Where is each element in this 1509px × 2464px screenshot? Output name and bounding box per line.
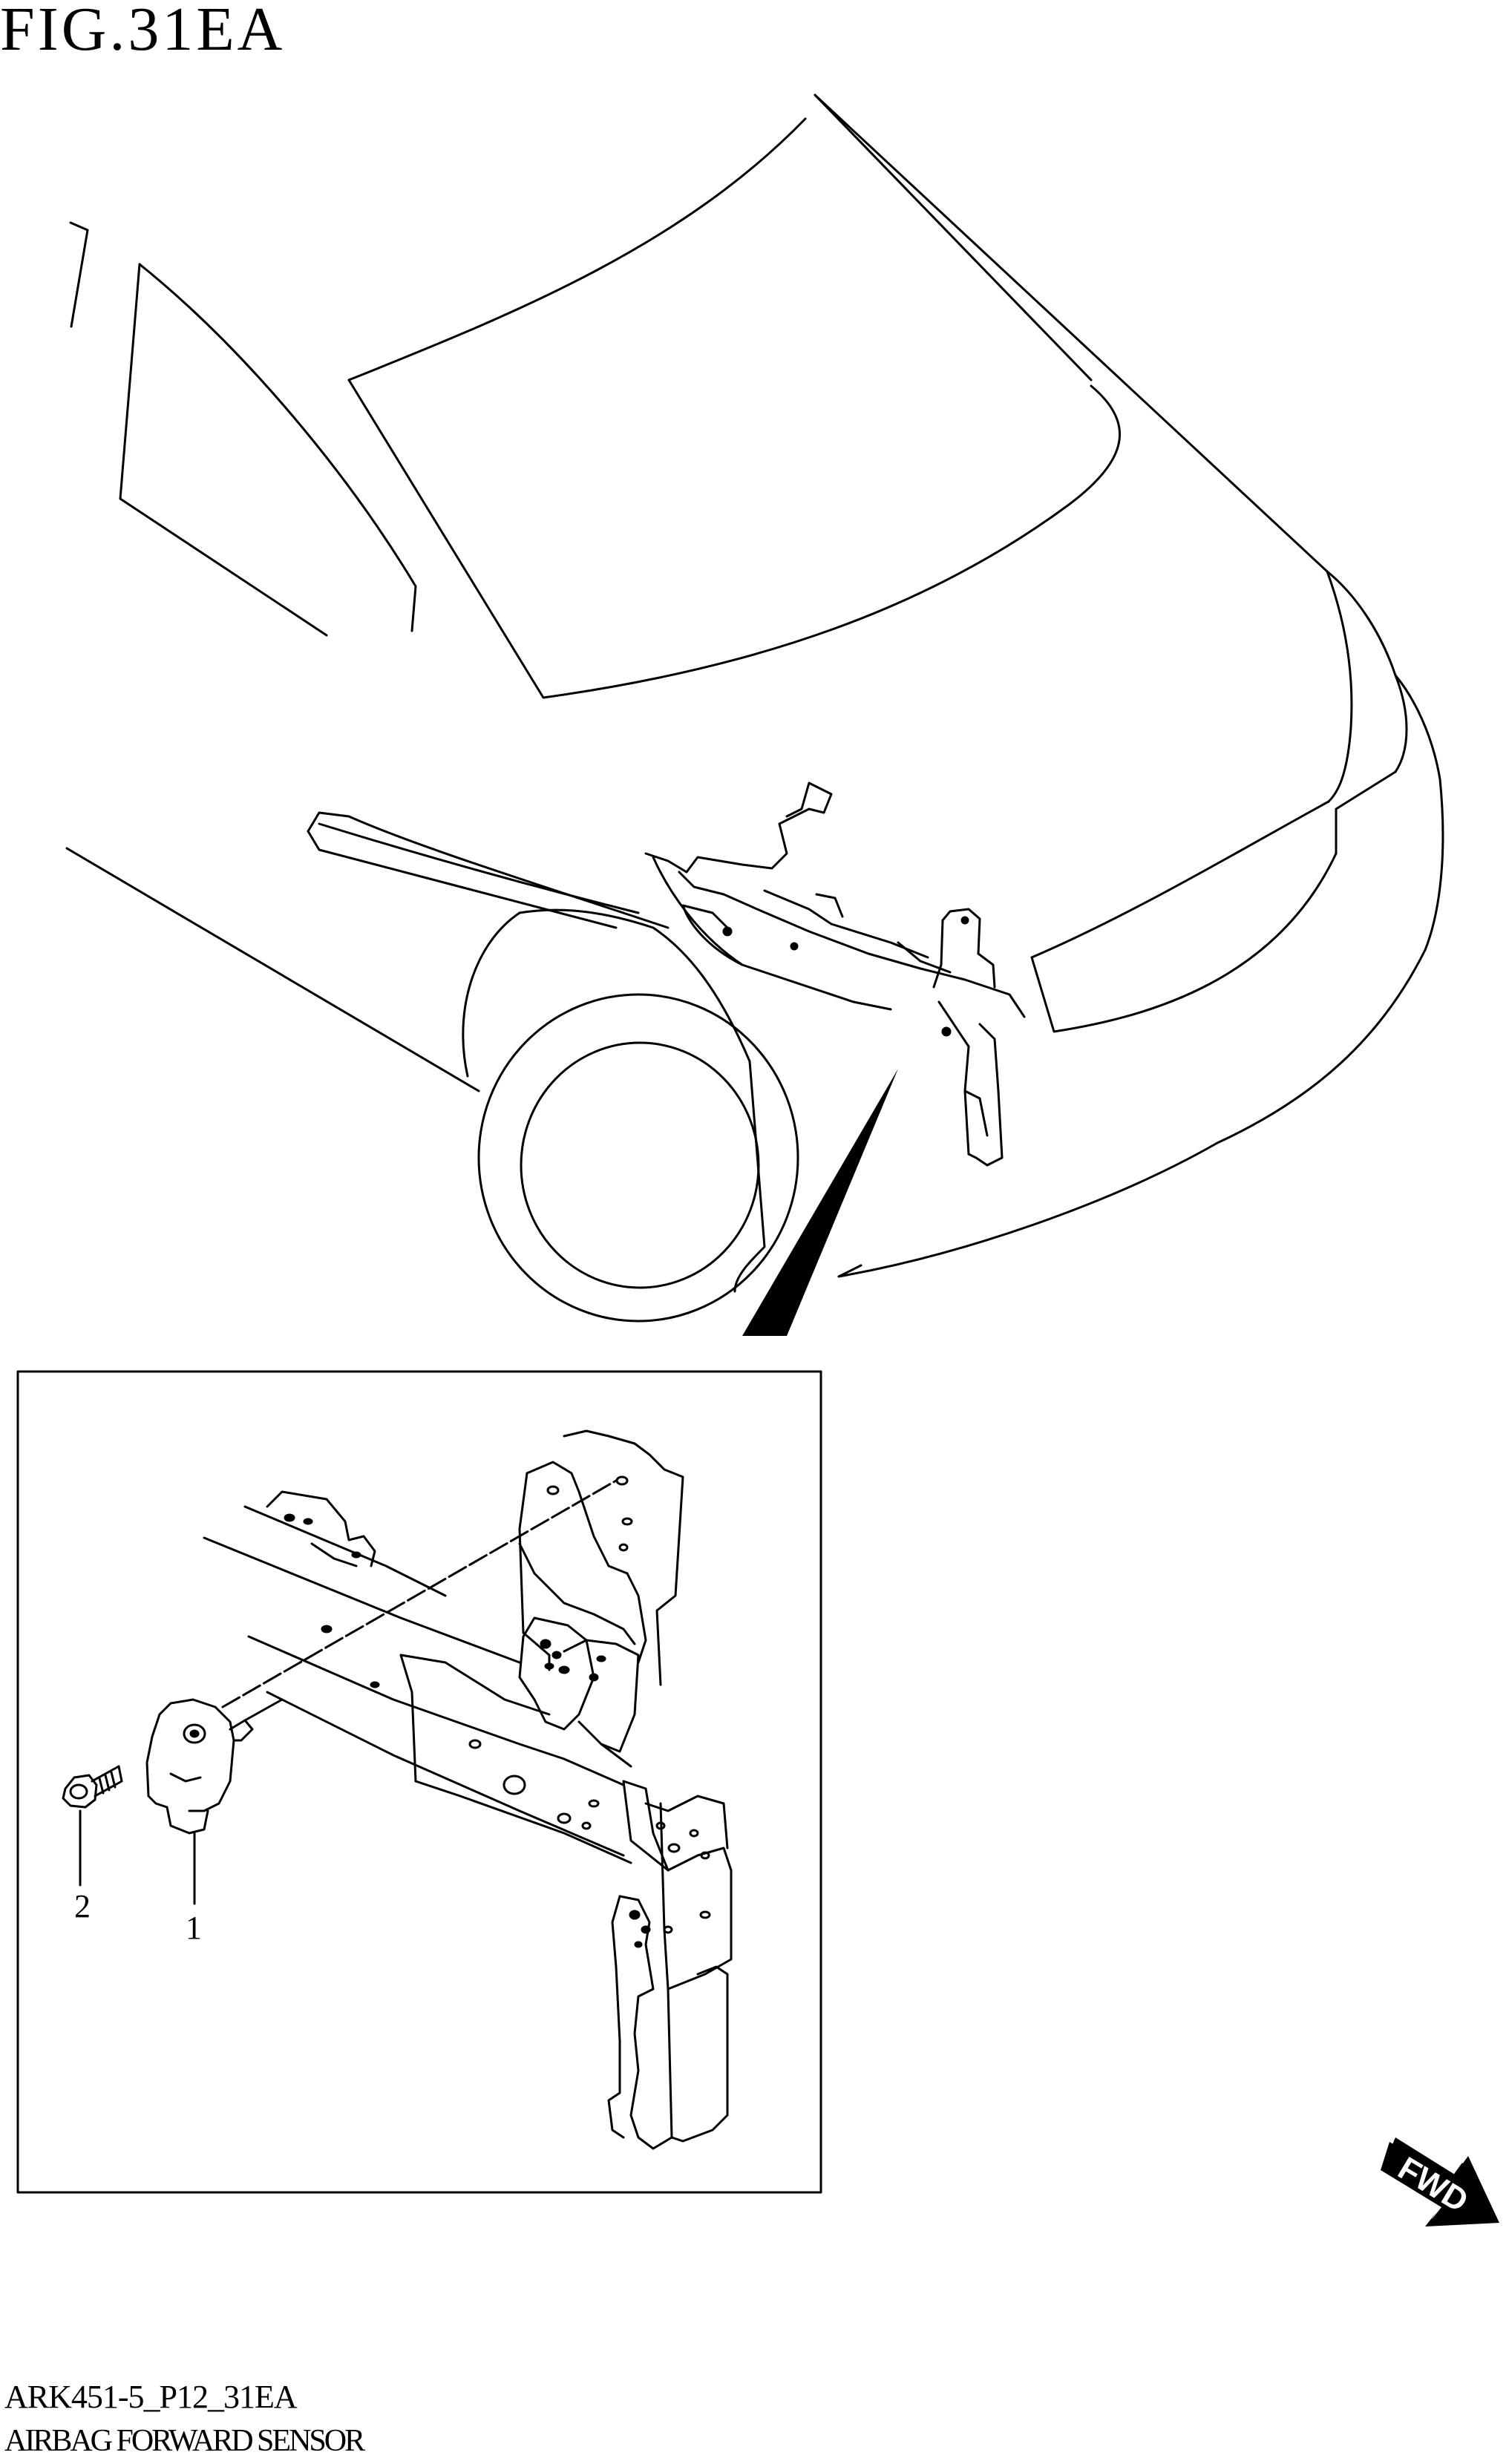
callout-1: 1 — [186, 1910, 202, 1946]
callout-2: 2 — [74, 1888, 91, 1924]
detail-drawing — [62, 1429, 733, 2150]
drawing-code: ARK451-5_P12_31EA — [4, 2379, 298, 2415]
detail-frame — [16, 1370, 822, 2194]
car-overview — [65, 94, 1444, 1336]
fwd-arrow: FWD — [1380, 2137, 1499, 2227]
figure-title: FIG.31EA — [0, 0, 286, 64]
diagram-caption: AIRBAG FORWARD SENSOR — [4, 2424, 365, 2458]
